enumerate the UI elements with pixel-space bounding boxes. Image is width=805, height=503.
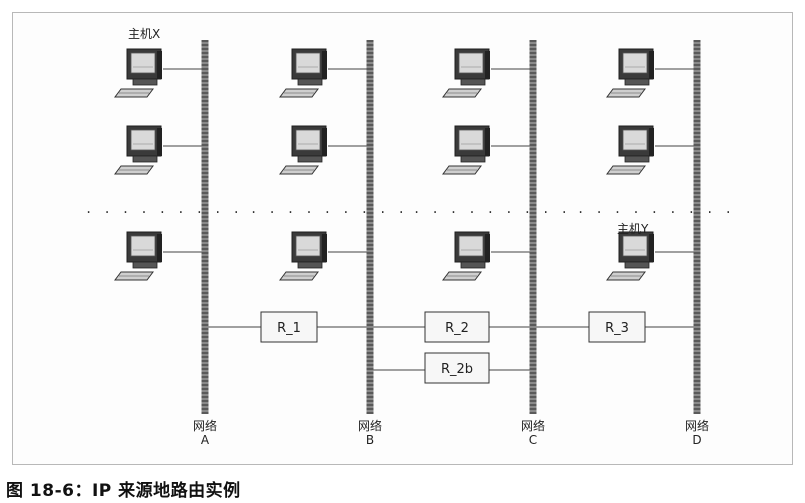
base-icon xyxy=(461,156,485,162)
screen-icon xyxy=(623,130,647,150)
router-label-r3: R_3 xyxy=(605,321,629,336)
screen-icon xyxy=(623,53,647,73)
screen-icon xyxy=(131,236,155,256)
screen-icon xyxy=(296,53,320,73)
screen-icon xyxy=(623,236,647,256)
base-icon xyxy=(461,79,485,85)
base-icon xyxy=(298,79,322,85)
network-label-b: 网络 xyxy=(358,418,382,433)
base-icon xyxy=(625,156,649,162)
base-icon xyxy=(298,262,322,268)
screen-icon xyxy=(459,53,483,73)
screen-icon xyxy=(459,236,483,256)
host-x-label: 主机X xyxy=(128,27,160,41)
network-bar-a xyxy=(202,40,209,414)
host-computer-b-2 xyxy=(280,126,327,174)
host-computer-a-3 xyxy=(115,232,162,280)
router-label-r2: R_2 xyxy=(445,321,469,336)
network-bar-c xyxy=(530,40,537,414)
host-computer-d-2 xyxy=(607,126,654,174)
router-label-r1: R_1 xyxy=(277,321,301,336)
host-computer-b-3 xyxy=(280,232,327,280)
network-letter-a: A xyxy=(201,433,210,447)
ellipsis-b: . . . . . . . . . xyxy=(250,202,407,216)
ellipsis-c: . . . . . . . . . xyxy=(413,202,570,216)
network-bar-b xyxy=(367,40,374,414)
figure-caption: 图 18-6：IP 来源地路由实例 xyxy=(6,476,241,501)
screen-icon xyxy=(296,130,320,150)
base-icon xyxy=(461,262,485,268)
network-label-d: 网络 xyxy=(685,418,709,433)
host-computer-c-2 xyxy=(443,126,490,174)
network-letter-c: C xyxy=(529,433,537,447)
host-computer-c-1 xyxy=(443,49,490,97)
network-label-c: 网络 xyxy=(521,418,545,433)
ellipsis-d: . . . . . . . . . xyxy=(577,202,734,216)
base-icon xyxy=(298,156,322,162)
host-computer-b-1 xyxy=(280,49,327,97)
screen-icon xyxy=(296,236,320,256)
base-icon xyxy=(133,262,157,268)
network-letter-b: B xyxy=(366,433,374,447)
host-computer-c-3 xyxy=(443,232,490,280)
base-icon xyxy=(625,79,649,85)
host-y-label: 主机Y xyxy=(617,222,649,236)
screen-icon xyxy=(131,53,155,73)
screen-icon xyxy=(131,130,155,150)
screen-icon xyxy=(459,130,483,150)
ellipsis-a: . . . . . . . . . xyxy=(85,202,242,216)
network-bar-d xyxy=(694,40,701,414)
base-icon xyxy=(625,262,649,268)
network-label-a: 网络 xyxy=(193,418,217,433)
host-computer-a-2 xyxy=(115,126,162,174)
base-icon xyxy=(133,79,157,85)
host-computer-a-1 xyxy=(115,49,162,97)
router-label-r2b: R_2b xyxy=(441,362,473,377)
network-letter-d: D xyxy=(692,433,701,447)
base-icon xyxy=(133,156,157,162)
host-computer-d-1 xyxy=(607,49,654,97)
host-computer-d-3 xyxy=(607,232,654,280)
